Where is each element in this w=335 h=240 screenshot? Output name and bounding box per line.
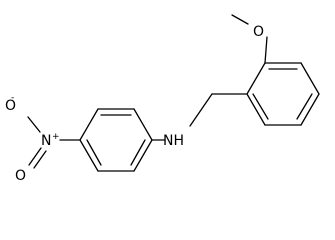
nitro-nitrogen-label: N [41, 133, 51, 149]
nitro-o-upper-bond [27, 116, 41, 133]
negative-charge-label: - [11, 93, 14, 103]
amine-label: NH [163, 133, 184, 149]
ch2-nh-bond [189, 93, 213, 127]
methoxyphenyl-ring [246, 62, 320, 126]
nitro-oxygen-upper-label: O [5, 98, 16, 114]
methoxy-oxygen-label: O [253, 24, 264, 40]
chemical-structure-diagram: O NH N + O - O [5, 14, 320, 184]
methoxy-ring-bond [264, 36, 268, 64]
methyl-bond [231, 14, 249, 25]
nitrophenyl-ring [79, 108, 153, 172]
nitro-o-lower-bond-1 [28, 147, 42, 166]
nitro-o-lower-bond-2 [33, 150, 47, 169]
positive-charge-label: + [52, 132, 60, 142]
nitro-oxygen-lower-label: O [15, 168, 26, 184]
